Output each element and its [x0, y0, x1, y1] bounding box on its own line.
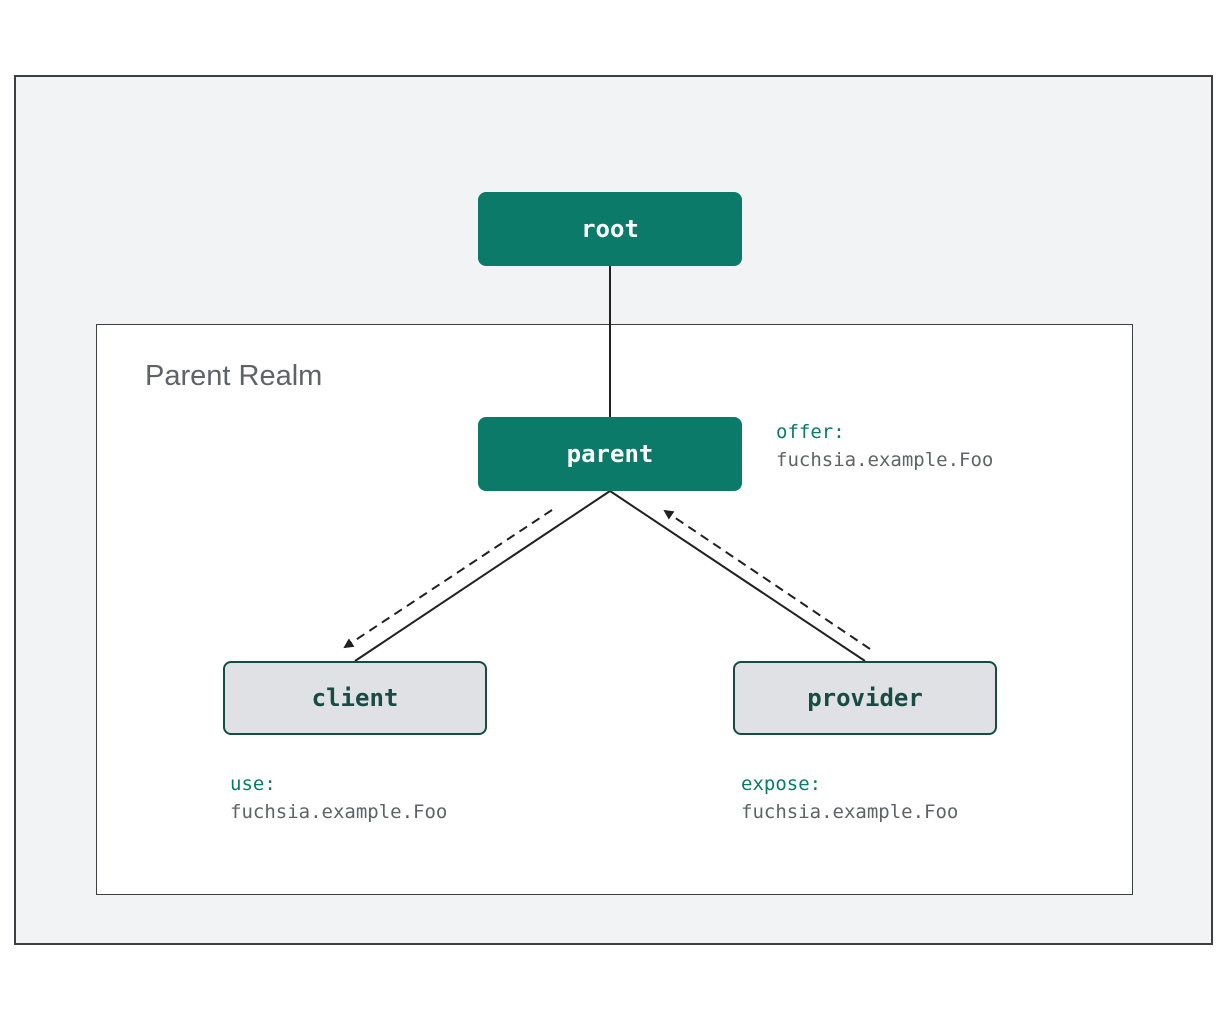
use-keyword: use: — [230, 773, 276, 795]
expose-route-arrow — [663, 509, 871, 650]
edge-parent-provider — [609, 490, 866, 662]
offer-keyword: offer: — [776, 421, 845, 443]
use-annotation: use: fuchsia.example.Foo — [230, 770, 447, 826]
edge-parent-client — [354, 490, 611, 662]
expose-capability: fuchsia.example.Foo — [741, 801, 959, 823]
use-capability: fuchsia.example.Foo — [230, 801, 448, 823]
offer-route-arrow — [343, 509, 553, 649]
provider-node: provider — [733, 661, 997, 735]
expose-keyword: expose: — [741, 773, 822, 795]
parent-node: parent — [478, 417, 742, 491]
client-node: client — [223, 661, 487, 735]
realm-title: Parent Realm — [145, 360, 323, 392]
offer-annotation: offer: fuchsia.example.Foo — [776, 418, 993, 474]
expose-annotation: expose: fuchsia.example.Foo — [741, 770, 958, 826]
offer-capability: fuchsia.example.Foo — [776, 449, 994, 471]
root-node: root — [478, 192, 742, 266]
